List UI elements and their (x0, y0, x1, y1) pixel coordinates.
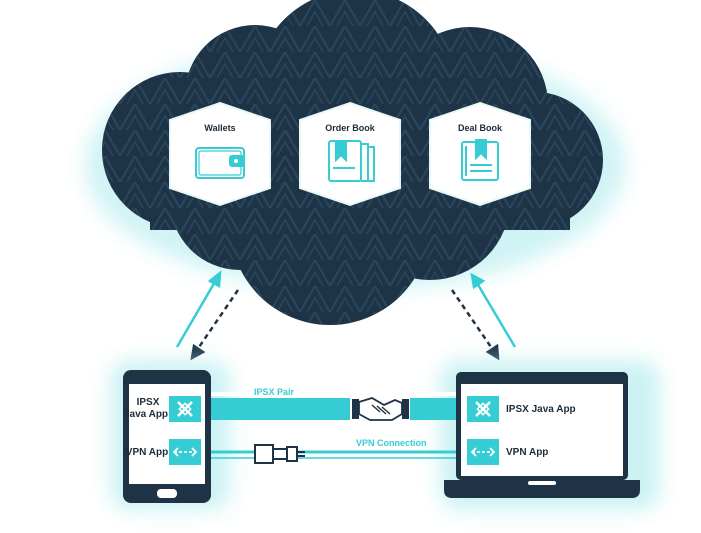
ipsx-pair-label: IPSX Pair (254, 387, 295, 397)
laptop-ipsx-label: IPSX Java App (506, 404, 576, 415)
laptop-device: IPSX Java App VPN App (444, 372, 640, 498)
right-upload-arrow (470, 272, 517, 348)
vpn-connection-label: VPN Connection (356, 438, 427, 448)
order-book-icon (328, 140, 375, 182)
deal-book-label: Deal Book (458, 123, 503, 133)
handshake-icon (350, 396, 410, 422)
ipsx-logo-icon (467, 396, 499, 422)
deal-book-icon (461, 139, 499, 181)
order-book-label: Order Book (325, 123, 376, 133)
left-upload-arrow (175, 270, 222, 348)
laptop-vpn-label: VPN App (506, 447, 548, 458)
ipsx-pair-link: IPSX Pair (208, 387, 461, 422)
wallets-hexagon: Wallets (169, 101, 271, 207)
vpn-arrows-icon (467, 439, 499, 465)
wallet-icon (195, 147, 245, 179)
phone-home-button (157, 489, 177, 498)
phone-vpn-label: VPN App (126, 447, 168, 458)
deal-book-hexagon: Deal Book (429, 101, 531, 207)
order-book-hexagon: Order Book (299, 101, 401, 207)
phone-device: IPSX Java App VPN App (123, 370, 211, 503)
ipsx-logo-icon (169, 396, 201, 422)
vpn-connection-link: VPN Connection (208, 438, 461, 464)
phone-ipsx-label-line2: Java App (124, 409, 168, 420)
left-download-arrow (190, 289, 240, 361)
right-download-arrow (450, 289, 500, 361)
phone-ipsx-label-line1: IPSX (137, 397, 160, 408)
vpn-arrows-icon (169, 439, 201, 465)
wallets-label: Wallets (204, 123, 235, 133)
cable-plug-icon (254, 444, 305, 464)
